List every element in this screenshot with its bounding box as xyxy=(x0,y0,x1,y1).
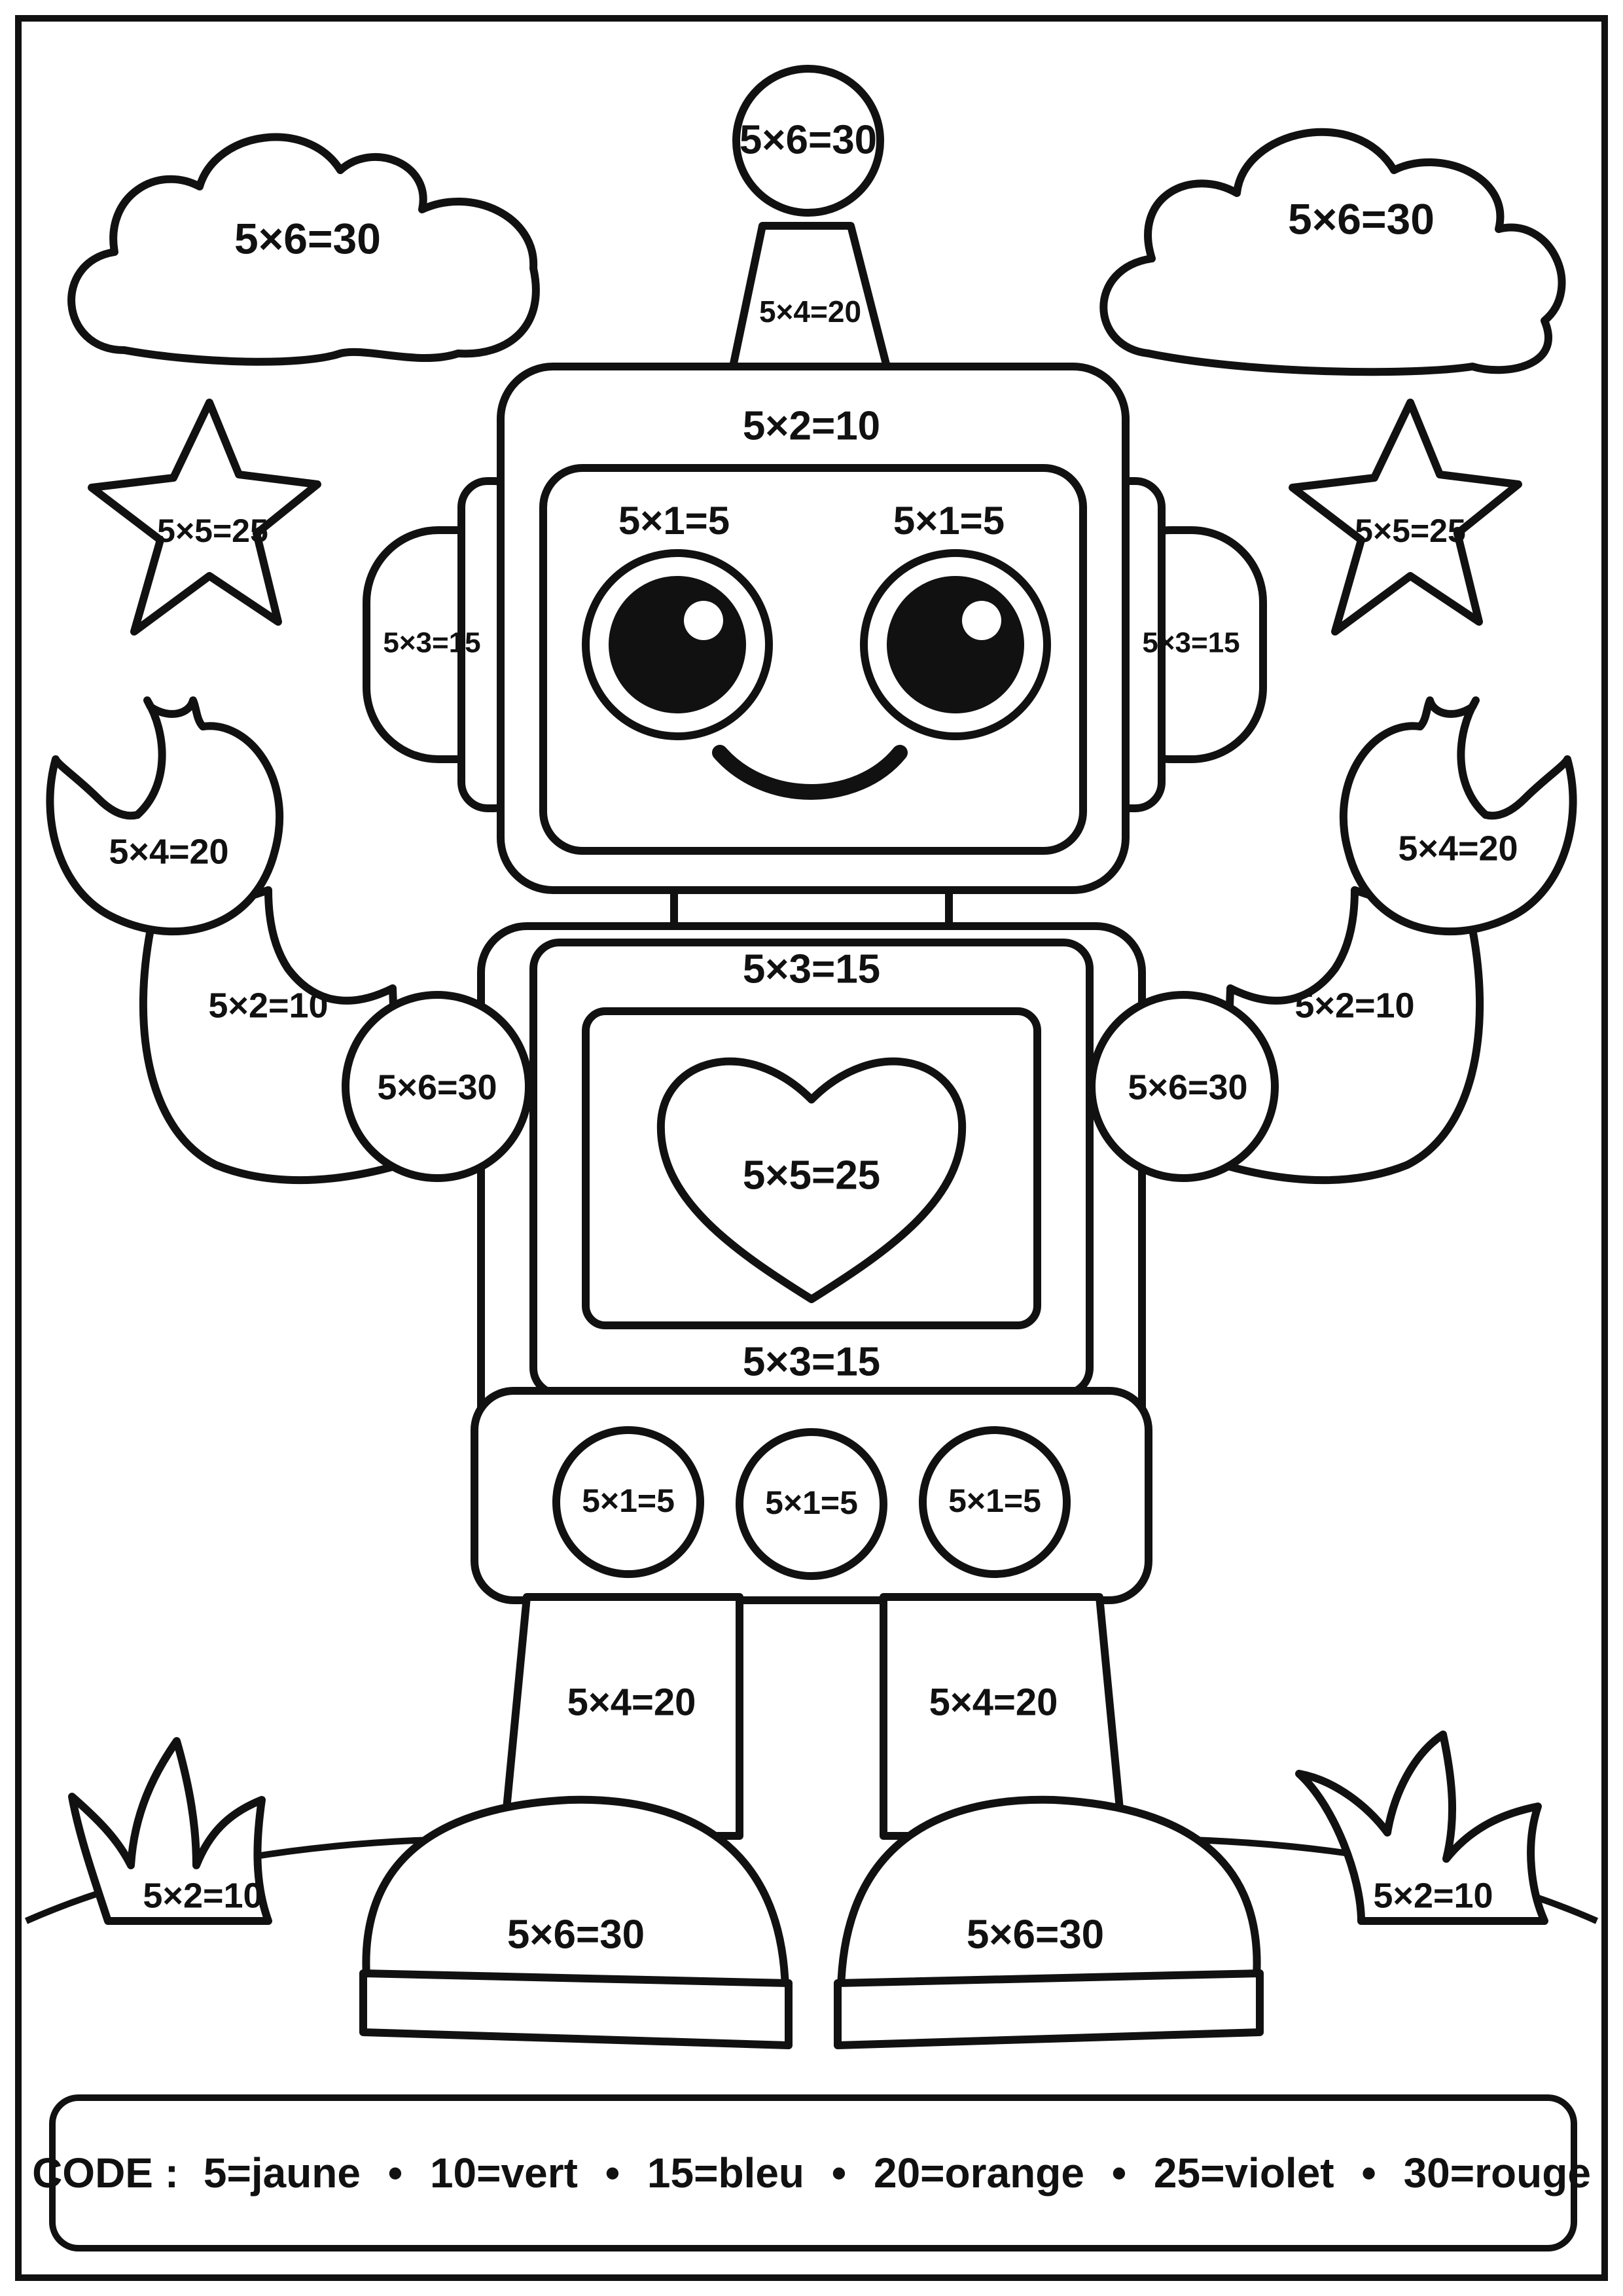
heart xyxy=(656,1057,967,1303)
grass-left xyxy=(68,1737,272,1925)
label-claw-left: 5×4=20 xyxy=(109,832,228,871)
label-grass-left: 5×2=10 xyxy=(143,1876,262,1915)
legend-entry-rouge: 30=rouge xyxy=(1404,2149,1591,2197)
grass-right xyxy=(1295,1731,1548,1925)
foot-right-sole xyxy=(834,1969,1264,2049)
shoulder-left xyxy=(342,991,533,1182)
eye-left xyxy=(582,549,773,740)
label-button-3: 5×1=5 xyxy=(948,1482,1041,1519)
legend-entry-jaune: 5=jaune xyxy=(204,2149,361,2197)
arm-right xyxy=(1220,886,1484,1185)
belt-button-2 xyxy=(736,1428,887,1580)
legend-entry-violet: 25=violet xyxy=(1154,2149,1334,2197)
foot-right xyxy=(837,1795,1261,2020)
label-arm-right: 5×2=10 xyxy=(1294,986,1414,1025)
legend-box xyxy=(49,2094,1577,2251)
legend-separator: • xyxy=(388,2149,402,2197)
legend-separator: • xyxy=(605,2149,620,2197)
label-leg-left: 5×4=20 xyxy=(567,1681,696,1723)
label-button-2: 5×1=5 xyxy=(765,1484,858,1521)
label-cloud-left: 5×6=30 xyxy=(234,214,381,262)
label-ear-right: 5×3=15 xyxy=(1142,627,1240,659)
label-antenna-ball: 5×6=30 xyxy=(740,117,877,162)
label-shoulder-left: 5×6=30 xyxy=(377,1067,497,1107)
label-chest-top: 5×3=15 xyxy=(743,946,880,992)
star-right xyxy=(1289,399,1522,636)
label-eye-left: 5×1=5 xyxy=(618,499,730,543)
label-foot-left: 5×6=30 xyxy=(507,1912,645,1957)
claw-right xyxy=(1339,696,1577,936)
belt-button-1 xyxy=(552,1426,704,1578)
cloud-right xyxy=(1099,128,1566,376)
arm-left xyxy=(139,886,403,1185)
label-star-left: 5×5=25 xyxy=(157,512,268,549)
page-border xyxy=(15,15,1608,2281)
legend-entry-bleu: 15=bleu xyxy=(647,2149,804,2197)
legend-separator: • xyxy=(832,2149,846,2197)
legend-separator: • xyxy=(1361,2149,1376,2197)
label-ear-left: 5×3=15 xyxy=(383,627,480,659)
legend-entry-orange: 20=orange xyxy=(874,2149,1084,2197)
label-cloud-right: 5×6=30 xyxy=(1288,194,1435,243)
legend-separator: • xyxy=(1112,2149,1126,2197)
label-eye-right: 5×1=5 xyxy=(893,499,1005,543)
label-star-right: 5×5=25 xyxy=(1355,512,1466,549)
label-claw-right: 5×4=20 xyxy=(1398,829,1518,868)
star-left xyxy=(88,399,321,636)
claw-left xyxy=(46,696,284,936)
belt-button-3 xyxy=(919,1426,1071,1578)
antenna-ball xyxy=(732,65,884,217)
shoulder-right xyxy=(1088,991,1279,1182)
label-arm-left: 5×2=10 xyxy=(208,986,328,1025)
label-shoulder-right: 5×6=30 xyxy=(1128,1067,1247,1107)
legend-prefix: CODE : xyxy=(32,2149,179,2197)
label-heart: 5×5=25 xyxy=(743,1153,880,1198)
cloud-left xyxy=(67,133,540,366)
label-button-1: 5×1=5 xyxy=(582,1482,675,1519)
legend-entry-vert: 10=vert xyxy=(430,2149,578,2197)
smile xyxy=(712,745,908,800)
label-grass-right: 5×2=10 xyxy=(1373,1876,1493,1915)
legend: CODE : 5=jaune • 10=vert • 15=bleu • 20=… xyxy=(32,2149,1591,2197)
label-chest-bottom: 5×3=15 xyxy=(743,1339,880,1384)
label-foot-right: 5×6=30 xyxy=(967,1912,1104,1957)
eye-right xyxy=(860,549,1051,740)
label-leg-right: 5×4=20 xyxy=(929,1681,1058,1723)
leg-left xyxy=(500,1593,743,1840)
foot-left xyxy=(362,1795,789,2020)
label-antenna-stem: 5×4=20 xyxy=(759,295,861,329)
foot-left-sole xyxy=(359,1969,793,2049)
label-head: 5×2=10 xyxy=(743,403,880,448)
